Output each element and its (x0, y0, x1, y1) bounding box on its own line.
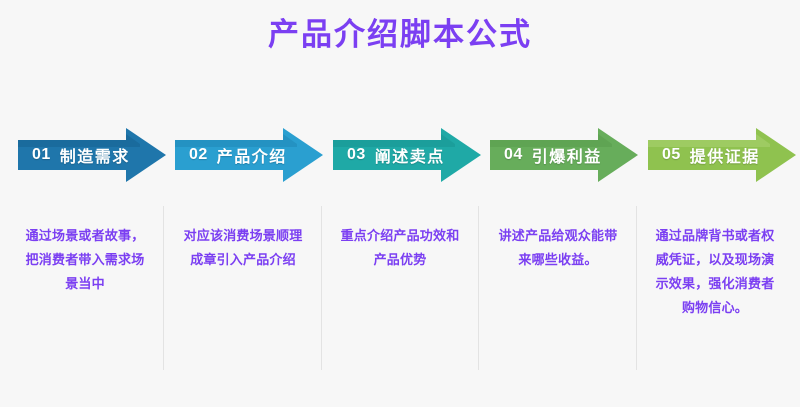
step-description-03: 重点介绍产品功效和产品优势 (340, 228, 460, 267)
column-divider-3 (478, 206, 479, 370)
column-divider-4 (636, 206, 637, 370)
step-arrow-row: 01 制造需求 02 产品介绍 03 阐述卖点 (0, 128, 800, 186)
step-description-02: 对应该消费场景顺理成章引入产品介绍 (183, 228, 303, 267)
arrow-shape-icon (490, 128, 638, 182)
column-divider-1 (163, 206, 164, 370)
step-title-05: 提供证据 (689, 149, 760, 166)
step-arrow-02[interactable]: 02 产品介绍 (175, 128, 323, 182)
step-number-01: 01 (32, 146, 51, 163)
arrow-shape-icon (18, 128, 166, 182)
step-title-02: 产品介绍 (216, 149, 287, 166)
step-description-row: 通过场景或者故事，把消费者带入需求场景当中 对应该消费场景顺理成章引入产品介绍 … (0, 224, 800, 374)
step-number-02: 02 (189, 146, 208, 163)
arrow-shape-icon (648, 128, 796, 182)
step-description-01: 通过场景或者故事，把消费者带入需求场景当中 (25, 228, 145, 291)
step-title-03: 阐述卖点 (374, 149, 445, 166)
arrow-shape-icon (333, 128, 481, 182)
step-arrow-01-label: 01 制造需求 (32, 140, 130, 170)
step-number-03: 03 (347, 146, 366, 163)
step-number-04: 04 (504, 146, 523, 163)
arrow-shape-icon (175, 128, 323, 182)
step-arrow-04-label: 04 引爆利益 (504, 140, 602, 170)
step-description-05: 通过品牌背书或者权威凭证，以及现场演示效果，强化消费者购物信心。 (655, 228, 775, 315)
step-arrow-05-label: 05 提供证据 (662, 140, 760, 170)
step-arrow-03-label: 03 阐述卖点 (347, 140, 445, 170)
step-title-01: 制造需求 (59, 149, 130, 166)
step-title-04: 引爆利益 (531, 149, 602, 166)
column-divider-2 (321, 206, 322, 370)
step-description-04: 讲述产品给观众能带来哪些收益。 (498, 228, 618, 267)
page-title: 产品介绍脚本公式 (268, 17, 532, 52)
step-number-05: 05 (662, 146, 681, 163)
step-arrow-03[interactable]: 03 阐述卖点 (333, 128, 481, 182)
step-arrow-04[interactable]: 04 引爆利益 (490, 128, 638, 182)
step-arrow-01[interactable]: 01 制造需求 (18, 128, 166, 182)
step-arrow-02-label: 02 产品介绍 (189, 140, 287, 170)
step-arrow-05[interactable]: 05 提供证据 (648, 128, 796, 182)
